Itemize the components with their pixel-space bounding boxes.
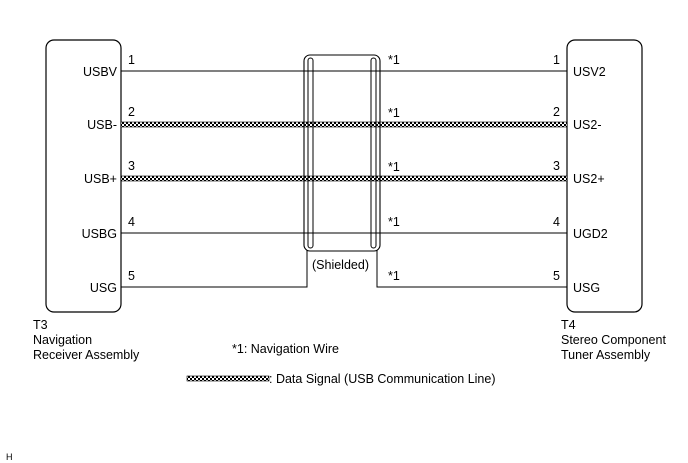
- shield-inner-right: [370, 57, 377, 249]
- right-connector-id: T4: [561, 318, 576, 332]
- right-pin-number-1: 1: [553, 53, 560, 67]
- right-pin-label-4: UGD2: [573, 227, 608, 241]
- right-pin-number-4: 4: [553, 215, 560, 229]
- right-pin-number-3: 3: [553, 159, 560, 173]
- left-pin-label-4: USBG: [82, 227, 117, 241]
- wire-mark-1: *1: [388, 53, 400, 67]
- left-connector-name-line-2: Receiver Assembly: [33, 348, 140, 362]
- shield-inner-left: [307, 57, 314, 249]
- footnote: *1: Navigation Wire: [232, 342, 339, 356]
- left-connector-name-line-1: Navigation: [33, 333, 92, 347]
- left-pin-label-2: USB-: [87, 118, 117, 132]
- wire-5: [121, 250, 308, 288]
- left-pin-label-3: USB+: [84, 172, 117, 186]
- wire-3-data: [120, 175, 568, 182]
- right-pin-label-3: US2+: [573, 172, 605, 186]
- right-pin-label-5: USG: [573, 281, 600, 295]
- right-pin-number-2: 2: [553, 105, 560, 119]
- wire-5-right: [376, 250, 567, 288]
- right-pin-label-2: US2-: [573, 118, 601, 132]
- shield-outline: [303, 54, 381, 252]
- legend-label: : Data Signal (USB Communication Line): [269, 372, 496, 386]
- wire-mark-2: *1: [388, 106, 400, 120]
- left-pin-number-2: 2: [128, 105, 135, 119]
- right-connector-name-line-2: Tuner Assembly: [561, 348, 651, 362]
- left-pin-label-1: USBV: [83, 65, 118, 79]
- wire-2-data: [120, 121, 568, 128]
- left-pin-number-1: 1: [128, 53, 135, 67]
- corner-mark: H: [6, 452, 13, 462]
- left-connector-id: T3: [33, 318, 48, 332]
- left-pin-number-5: 5: [128, 269, 135, 283]
- right-pin-number-5: 5: [553, 269, 560, 283]
- wire-mark-3: *1: [388, 160, 400, 174]
- left-pin-number-4: 4: [128, 215, 135, 229]
- wire-mark-5: *1: [388, 269, 400, 283]
- shield-label: (Shielded): [312, 258, 369, 272]
- legend-swatch-data-signal: [186, 375, 270, 382]
- left-pin-number-3: 3: [128, 159, 135, 173]
- wire-mark-4: *1: [388, 215, 400, 229]
- left-pin-label-5: USG: [90, 281, 117, 295]
- right-pin-label-1: USV2: [573, 65, 606, 79]
- right-connector-name-line-1: Stereo Component: [561, 333, 666, 347]
